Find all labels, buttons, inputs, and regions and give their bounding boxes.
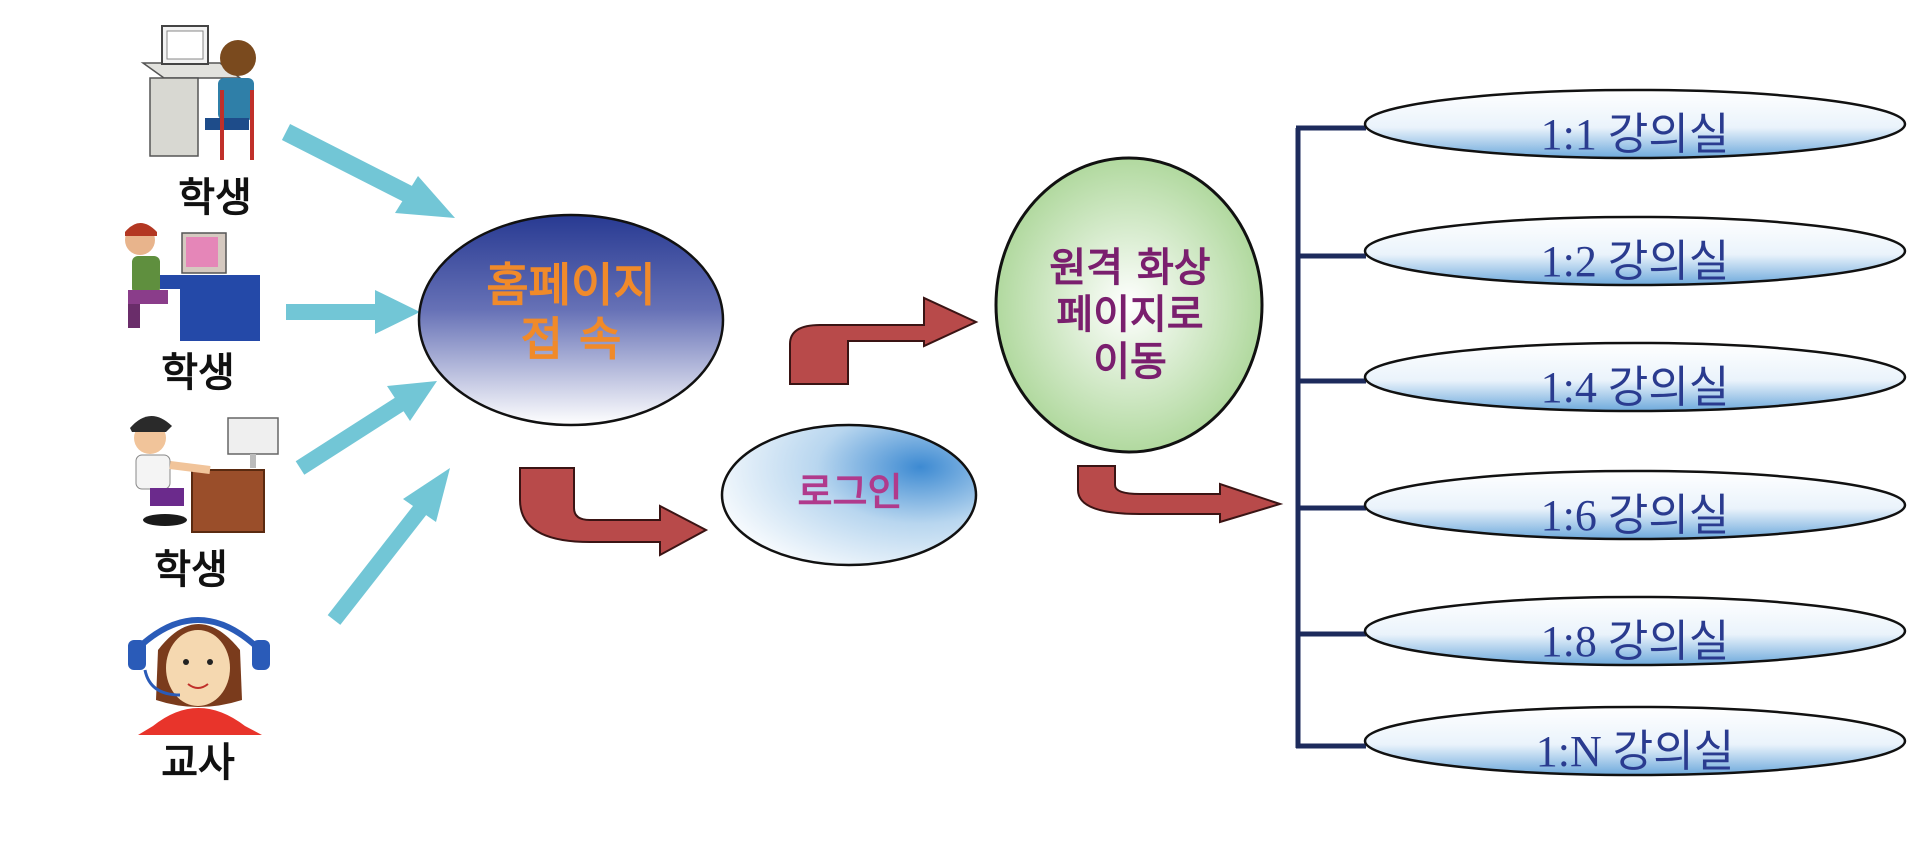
actor-student-2-icon: [125, 223, 260, 341]
room-1-node: [1363, 88, 1907, 160]
login-node: [720, 423, 978, 567]
room-ellipses: [1363, 88, 1907, 777]
actor-teacher-icon: [128, 617, 270, 735]
room-5-node: [1363, 595, 1907, 667]
remote-node: [994, 156, 1264, 454]
room-2-node: [1363, 215, 1907, 287]
room-label-4: 1:6 강의실: [1540, 491, 1730, 540]
room-label-1: 1:1 강의실: [1540, 110, 1730, 159]
room-4-node: [1363, 469, 1907, 541]
room-label-2: 1:2 강의실: [1540, 237, 1730, 286]
remote-label: 원격 화상 페이지로 이동: [1049, 245, 1211, 386]
homepage-label: 홈페이지 접 속: [486, 258, 656, 367]
room-label-3: 1:4 강의실: [1540, 363, 1730, 412]
actor-label-2: 학생: [161, 350, 235, 396]
actor-student-3-icon: [130, 415, 279, 533]
actor-arrows: [281, 123, 455, 625]
room-label-5: 1:8 강의실: [1540, 617, 1730, 666]
actor-label-4: 교사: [161, 740, 235, 786]
actor-label-3: 학생: [154, 547, 228, 593]
room-3-node: [1363, 341, 1907, 413]
room-bracket: [1295, 125, 1366, 749]
homepage-node: [417, 213, 725, 427]
actor-student-1-icon: [140, 25, 256, 160]
flow-arrows: [519, 296, 1284, 557]
actor-label-1: 학생: [178, 175, 252, 221]
room-label-6: 1:N 강의실: [1535, 727, 1735, 776]
login-label: 로그인: [797, 470, 903, 514]
room-6-node: [1363, 705, 1907, 777]
